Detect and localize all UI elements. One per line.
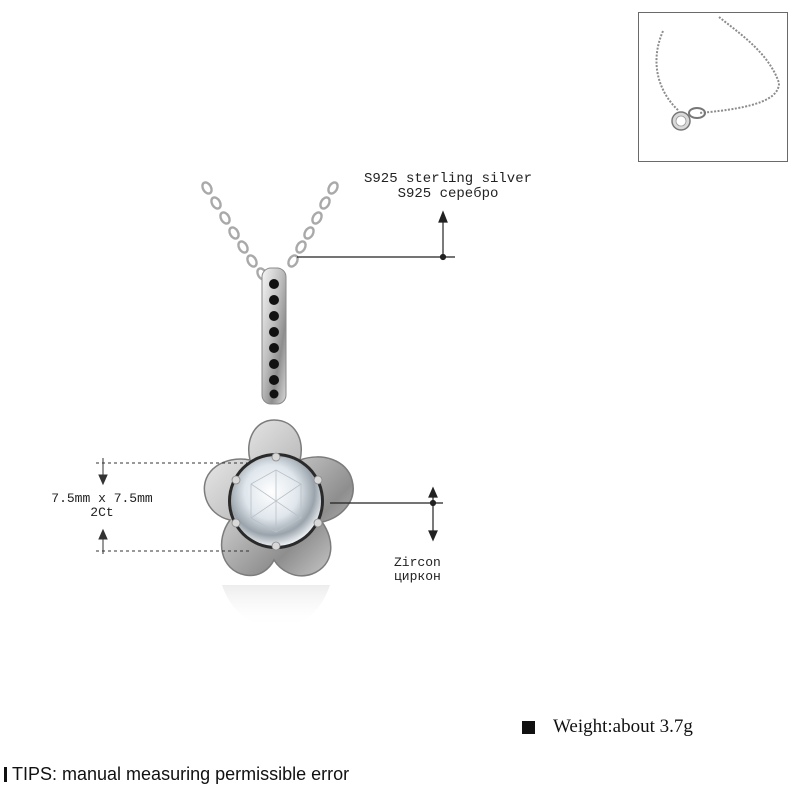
zircon-pointer <box>330 486 443 542</box>
material-label-ru: S925 серебро <box>397 186 499 203</box>
material-label-en: S925 sterling silver <box>363 171 533 187</box>
stone-size-label: 7.5mm x 7.5mm 2Ct <box>22 491 182 521</box>
stone-carat-text: 2Ct <box>90 505 114 521</box>
tips-text: TIPS: manual measuring permissible error <box>12 764 350 784</box>
stone-size-dimension <box>96 458 250 554</box>
zircon-label-en: Zircon <box>394 555 441 570</box>
material-pointer <box>297 210 455 261</box>
zircon-label: Zircon циркон <box>394 555 514 585</box>
flower-pendant <box>203 419 354 577</box>
stone-size-text: 7.5mm x 7.5mm <box>51 491 153 506</box>
pendant-reflection <box>222 585 330 629</box>
bail <box>261 267 287 405</box>
tips-note: TIPS: manual measuring permissible error <box>4 764 349 785</box>
necklace-thumbnail <box>638 12 788 162</box>
material-label: S925 sterling silver S925 серебро <box>358 171 538 203</box>
bullet-bar-icon <box>4 767 7 782</box>
chain <box>201 181 339 281</box>
black-stones <box>269 279 279 399</box>
bullet-square-icon <box>522 720 535 734</box>
weight-text: Weight:about 3.7g <box>553 716 693 737</box>
zircon-label-ru: циркон <box>394 569 441 585</box>
necklace-thumbnail-icon <box>655 16 781 131</box>
weight-info: Weight:about 3.7g <box>522 716 693 738</box>
